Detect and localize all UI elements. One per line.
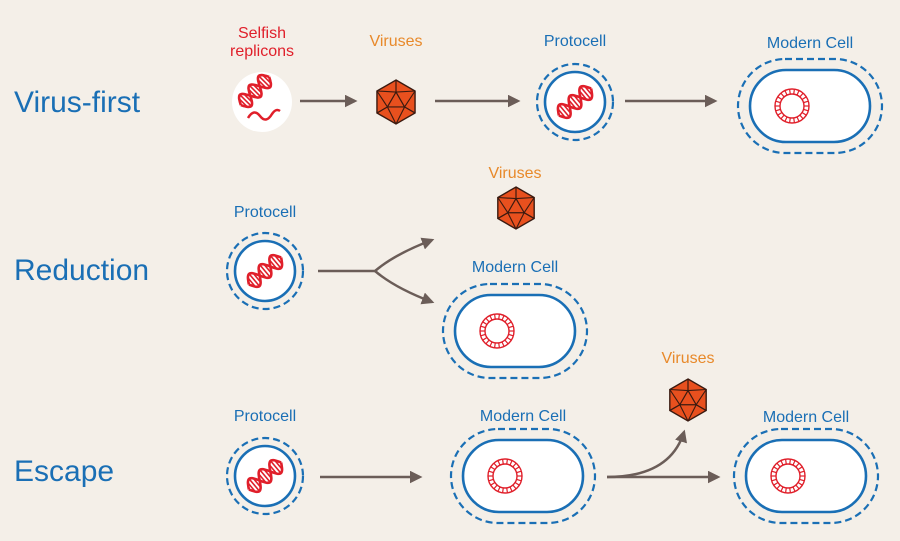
modern-cell-icon (441, 282, 589, 380)
virus-label-row1: Viruses (369, 33, 422, 50)
modern-cell-icon (736, 57, 884, 155)
protocell-icon (535, 62, 615, 142)
virus-icon (669, 378, 707, 422)
modern-cell-icon (449, 427, 597, 525)
virus-label-row2: Viruses (488, 165, 541, 182)
branching-arrow-down (374, 270, 435, 305)
modern-cell-icon (732, 427, 880, 525)
escape-arrow-up (606, 429, 687, 479)
protocell-label-row3: Protocell (234, 408, 296, 425)
protocell-icon (225, 231, 305, 311)
selfish-replicons-dna-icon (232, 72, 292, 132)
protocell-label-row2: Protocell (234, 204, 296, 221)
virus-icon (376, 79, 416, 125)
row-label-virus-first: Virus-first (14, 86, 141, 119)
row-label-reduction: Reduction (14, 254, 149, 287)
modern-cell-label-row2: Modern Cell (472, 259, 558, 276)
branching-arrow-up (318, 237, 435, 273)
virus-label-row3: Viruses (661, 350, 714, 367)
selfish-replicons-label-line1: Selfish (238, 25, 286, 42)
virus-icon (497, 186, 535, 230)
modern-cell-label-row3-b: Modern Cell (763, 409, 849, 426)
protocell-icon (225, 436, 305, 516)
modern-cell-label-row1: Modern Cell (767, 35, 853, 52)
selfish-replicons-label-line2: replicons (230, 43, 294, 60)
row-label-escape: Escape (14, 455, 114, 488)
modern-cell-label-row3-a: Modern Cell (480, 408, 566, 425)
protocell-label-row1: Protocell (544, 33, 606, 50)
